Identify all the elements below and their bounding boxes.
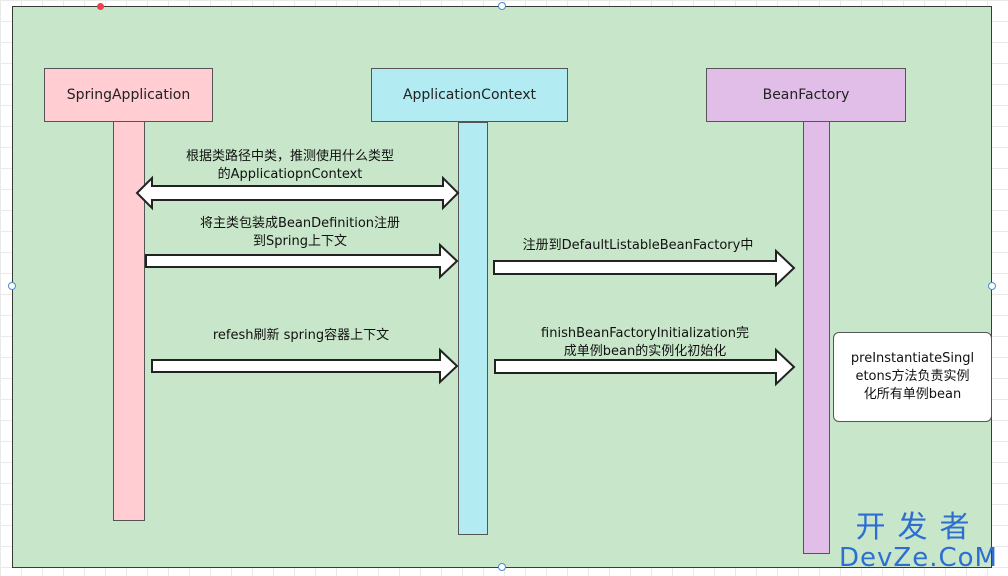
lifeline-spring-application[interactable]	[113, 121, 145, 521]
arrow-refresh	[151, 347, 459, 385]
message-deduce-type: 根据类路径中类，推测使用什么类型 的ApplicatiopnContext	[158, 148, 422, 184]
participant-application-context[interactable]: ApplicationContext	[371, 68, 568, 122]
watermark-line: DevZe.CoM	[839, 543, 998, 573]
selection-handle-bottom[interactable]	[498, 563, 506, 571]
note-line: preInstantiateSingl	[850, 351, 975, 366]
message-line: 注册到DefaultListableBeanFactory中	[522, 238, 754, 253]
watermark-line: 开发者	[855, 510, 982, 545]
arrow-register-main	[145, 242, 459, 280]
selection-handle-top[interactable]	[498, 2, 506, 10]
message-line: 到Spring上下文	[253, 234, 347, 249]
participant-label: BeanFactory	[762, 87, 850, 103]
message-register-main: 将主类包装成BeanDefinition注册 到Spring上下文	[168, 215, 432, 251]
arrow-finish-init	[494, 347, 796, 387]
note-preinstantiate-singletons[interactable]: preInstantiateSingl etons方法负责实例 化所有单例bea…	[833, 332, 992, 422]
message-line: refesh刷新 spring容器上下文	[212, 328, 390, 343]
watermark-logo: 开发者 DevZe.CoM	[839, 510, 998, 573]
message-line: finishBeanFactoryInitialization完	[541, 326, 749, 341]
message-refresh: refesh刷新 spring容器上下文	[182, 327, 420, 345]
note-line: etons方法负责实例	[855, 369, 970, 384]
lifeline-application-context[interactable]	[458, 122, 488, 535]
message-register-to-factory: 注册到DefaultListableBeanFactory中	[500, 237, 776, 255]
message-line: 根据类路径中类，推测使用什么类型	[185, 149, 394, 164]
selection-handle-right[interactable]	[988, 282, 996, 290]
double-arrow-deduce-type	[135, 175, 460, 211]
message-finish-init: finishBeanFactoryInitialization完 成单例bean…	[500, 325, 790, 361]
message-line: 成单例bean的实例化初始化	[563, 344, 727, 359]
selection-handle-left[interactable]	[8, 282, 16, 290]
note-line: 化所有单例bean	[863, 387, 962, 402]
selection-handle-corner[interactable]	[97, 3, 104, 10]
arrow-register-to-factory	[493, 248, 796, 288]
participant-label: ApplicationContext	[402, 87, 537, 103]
participant-bean-factory[interactable]: BeanFactory	[706, 68, 906, 122]
message-line: 的ApplicatiopnContext	[217, 167, 363, 182]
lifeline-bean-factory[interactable]	[803, 121, 830, 554]
participant-label: SpringApplication	[66, 87, 191, 103]
message-line: 将主类包装成BeanDefinition注册	[199, 216, 401, 231]
